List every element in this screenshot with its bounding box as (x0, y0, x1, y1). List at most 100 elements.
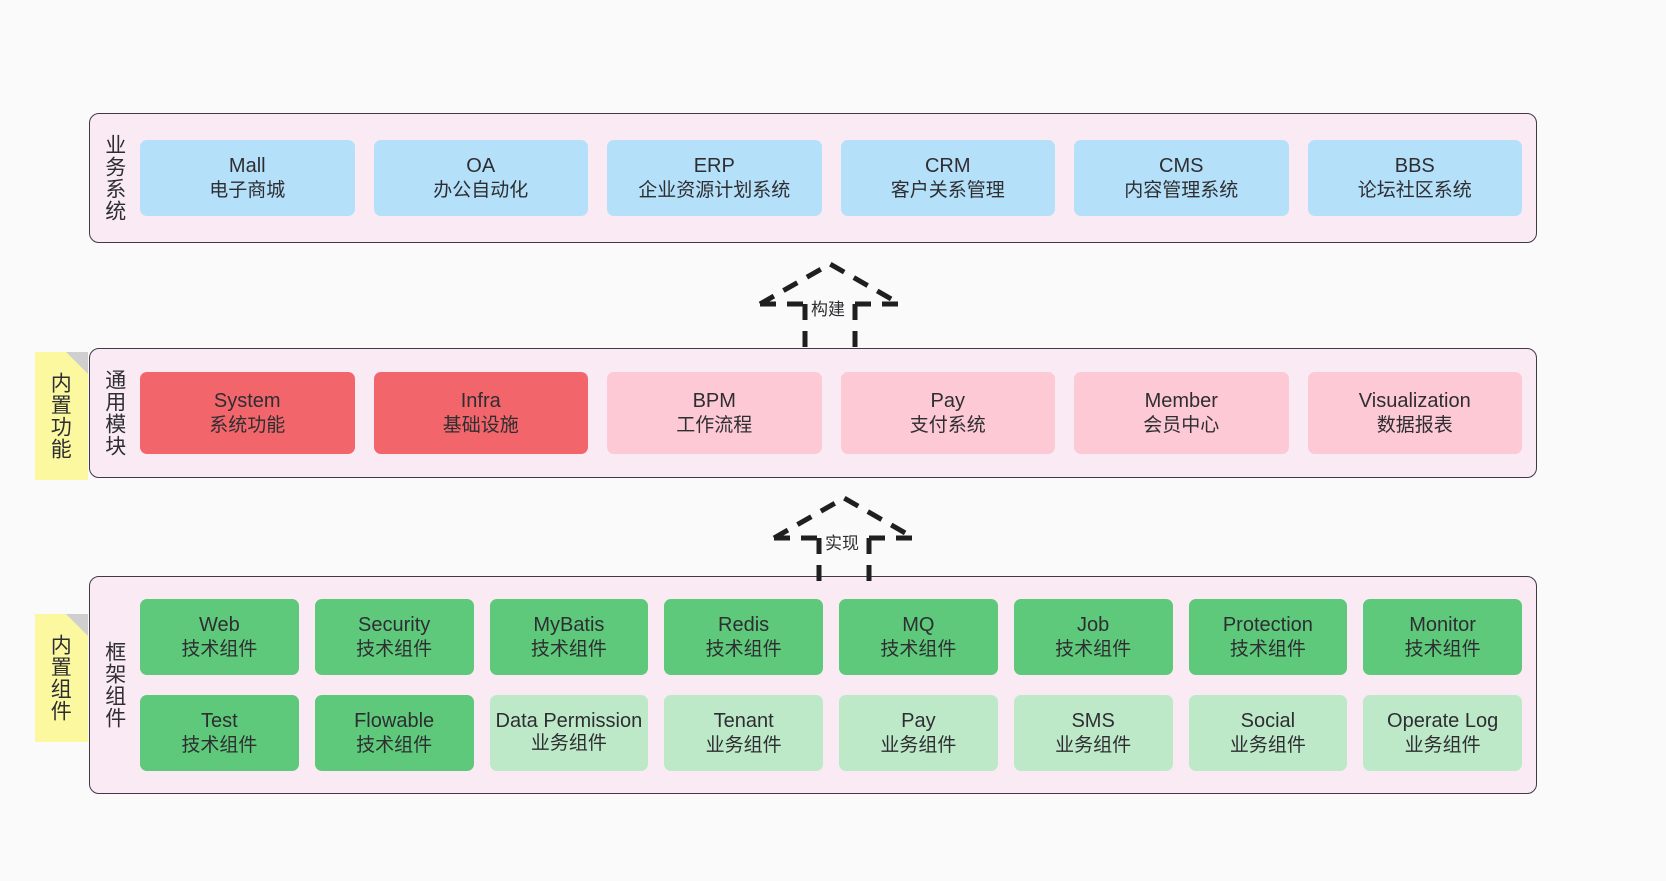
layer-common-modules: 通用模块 System 系统功能 Infra 基础设施 BPM 工作流程 Pay… (89, 348, 1537, 478)
card-cms[interactable]: CMS 内容管理系统 (1074, 140, 1289, 216)
card-system[interactable]: System 系统功能 (140, 372, 355, 454)
card-subtitle: 技术组件 (356, 734, 433, 756)
card-subtitle: 业务组件 (530, 732, 607, 754)
connector-implement-label: 实现 (825, 534, 859, 553)
card-title: MQ (902, 614, 935, 637)
card-title: BPM (692, 390, 736, 413)
card-title: Operate Log (1387, 710, 1499, 733)
card-row: Web 技术组件 Security 技术组件 MyBatis 技术组件 Redi… (140, 599, 1522, 675)
card-subtitle: 技术组件 (705, 638, 782, 660)
card-subtitle: 基础设施 (442, 414, 519, 436)
connector-implement: 实现 (766, 490, 926, 585)
card-subtitle: 技术组件 (1055, 638, 1132, 660)
card-title: Flowable (354, 710, 435, 733)
card-subtitle: 技术组件 (181, 734, 258, 756)
layer-body-common-modules: System 系统功能 Infra 基础设施 BPM 工作流程 Pay 支付系统… (138, 349, 1536, 477)
card-subtitle: 数据报表 (1376, 414, 1453, 436)
card-sms[interactable]: SMS 业务组件 (1013, 695, 1173, 771)
card-monitor[interactable]: Monitor 技术组件 (1363, 599, 1522, 675)
card-title: Web (198, 614, 240, 637)
card-subtitle: 内容管理系统 (1124, 179, 1239, 201)
layer-title-common-modules: 通用模块 (102, 369, 126, 457)
card-title: Redis (718, 614, 770, 637)
card-subtitle: 技术组件 (1404, 638, 1481, 660)
card-title: Data Permission (495, 709, 643, 732)
note-builtin-features: 内置功能 (35, 352, 88, 480)
card-web[interactable]: Web 技术组件 (140, 599, 299, 675)
card-subtitle: 技术组件 (181, 638, 258, 660)
card-member[interactable]: Member 会员中心 (1074, 372, 1289, 454)
card-oa[interactable]: OA 办公自动化 (373, 140, 588, 216)
layer-title-framework-components: 框架组件 (102, 641, 126, 729)
card-title: Monitor (1409, 614, 1476, 637)
card-title: ERP (693, 155, 735, 178)
card-mq[interactable]: MQ 技术组件 (839, 599, 998, 675)
card-subtitle: 办公自动化 (433, 179, 529, 201)
card-title: Social (1240, 710, 1296, 733)
layer-framework-components: 框架组件 Web 技术组件 Security 技术组件 MyBatis 技术组件… (89, 576, 1537, 794)
card-subtitle: 业务组件 (880, 734, 957, 756)
connector-build-label: 构建 (811, 300, 845, 319)
card-protection[interactable]: Protection 技术组件 (1188, 599, 1348, 675)
card-row: Test 技术组件 Flowable 技术组件 Data Permission … (140, 695, 1522, 771)
layer-body-business-systems: Mall 电子商城 OA 办公自动化 ERP 企业资源计划系统 CRM 客户关系… (138, 114, 1536, 242)
note-label: 内置组件 (48, 634, 72, 722)
card-title: Tenant (713, 710, 774, 733)
card-title: Protection (1222, 614, 1313, 637)
card-job[interactable]: Job 技术组件 (1013, 599, 1173, 675)
layer-title-business-systems: 业务系统 (102, 134, 126, 222)
card-subtitle: 技术组件 (880, 638, 957, 660)
card-title: Visualization (1358, 390, 1471, 413)
card-title: SMS (1071, 710, 1115, 733)
card-tenant[interactable]: Tenant 业务组件 (664, 695, 823, 771)
build-arrow-icon (758, 261, 902, 351)
connector-build: 构建 (752, 256, 912, 351)
card-subtitle: 会员中心 (1143, 414, 1220, 436)
card-title: Security (358, 614, 431, 637)
card-mybatis[interactable]: MyBatis 技术组件 (489, 599, 649, 675)
card-title: Pay (930, 390, 965, 413)
card-operate-log[interactable]: Operate Log 业务组件 (1363, 695, 1522, 771)
card-subtitle: 客户关系管理 (890, 179, 1005, 201)
card-title: OA (466, 155, 496, 178)
card-mall[interactable]: Mall 电子商城 (140, 140, 355, 216)
card-title: System (213, 390, 281, 413)
card-subtitle: 技术组件 (530, 638, 607, 660)
card-erp[interactable]: ERP 企业资源计划系统 (607, 140, 822, 216)
card-test[interactable]: Test 技术组件 (140, 695, 299, 771)
layer-business-systems: 业务系统 Mall 电子商城 OA 办公自动化 ERP 企业资源计划系统 CRM… (89, 113, 1537, 243)
card-subtitle: 工作流程 (676, 414, 753, 436)
note-fold-corner-icon (66, 614, 88, 636)
card-subtitle: 企业资源计划系统 (638, 179, 791, 201)
card-security[interactable]: Security 技术组件 (314, 599, 474, 675)
card-visualization[interactable]: Visualization 数据报表 (1307, 372, 1522, 454)
card-pay-component[interactable]: Pay 业务组件 (839, 695, 998, 771)
card-subtitle: 技术组件 (1229, 638, 1306, 660)
card-title: Job (1077, 614, 1110, 637)
card-title: BBS (1394, 155, 1435, 178)
card-bpm[interactable]: BPM 工作流程 (607, 372, 822, 454)
card-pay-module[interactable]: Pay 支付系统 (840, 372, 1055, 454)
card-title: Pay (901, 710, 936, 733)
card-infra[interactable]: Infra 基础设施 (373, 372, 588, 454)
card-subtitle: 技术组件 (356, 638, 433, 660)
card-title: CRM (924, 155, 971, 178)
implement-arrow-icon (772, 495, 916, 585)
card-title: Infra (460, 390, 501, 413)
card-subtitle: 电子商城 (209, 179, 286, 201)
card-redis[interactable]: Redis 技术组件 (664, 599, 823, 675)
layer-body-framework-components: Web 技术组件 Security 技术组件 MyBatis 技术组件 Redi… (138, 577, 1536, 793)
card-subtitle: 业务组件 (1404, 734, 1481, 756)
card-subtitle: 业务组件 (1055, 734, 1132, 756)
note-label: 内置功能 (48, 372, 72, 460)
card-crm[interactable]: CRM 客户关系管理 (840, 140, 1055, 216)
card-data-permission[interactable]: Data Permission 业务组件 (489, 695, 649, 771)
card-subtitle: 论坛社区系统 (1357, 179, 1472, 201)
card-subtitle: 系统功能 (209, 414, 286, 436)
card-flowable[interactable]: Flowable 技术组件 (314, 695, 474, 771)
note-builtin-components: 内置组件 (35, 614, 88, 742)
card-row: Mall 电子商城 OA 办公自动化 ERP 企业资源计划系统 CRM 客户关系… (140, 140, 1522, 216)
card-social[interactable]: Social 业务组件 (1188, 695, 1348, 771)
card-bbs[interactable]: BBS 论坛社区系统 (1307, 140, 1522, 216)
